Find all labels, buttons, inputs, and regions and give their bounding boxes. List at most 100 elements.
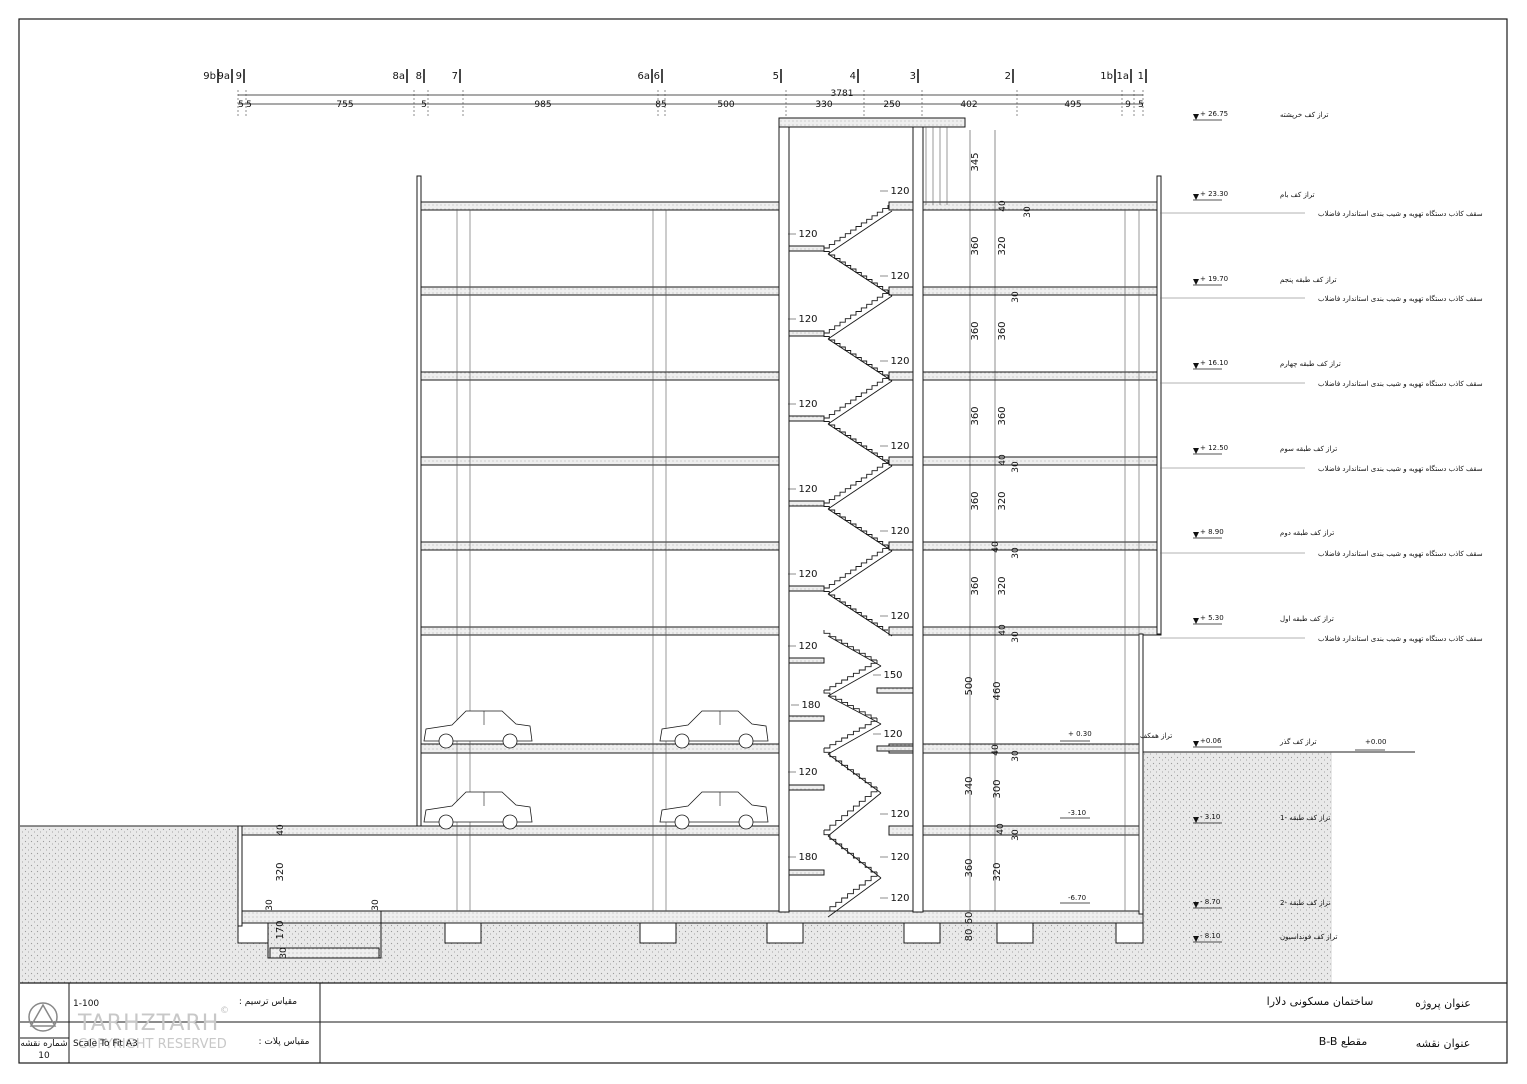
- grid-axis-label: 8a: [393, 71, 406, 82]
- stair-dimension: 180: [801, 700, 820, 711]
- building-structure: [237, 117, 1162, 959]
- stair-dimension: 120: [890, 611, 909, 622]
- stair-roof: [778, 117, 966, 128]
- car-wheel: [438, 733, 454, 749]
- vertical-dimension: 360: [970, 321, 981, 340]
- segment-dimension: 495: [1064, 100, 1081, 110]
- level-value: +0.06: [1200, 737, 1222, 745]
- stair-flight: [823, 748, 877, 788]
- segment-dimension: 330: [815, 100, 832, 110]
- copyright-text: COPYRIGHT RESERVED: [78, 1037, 227, 1052]
- stair-landing: [788, 657, 825, 664]
- car-body: [659, 710, 769, 742]
- level-value: - 3.10: [1200, 813, 1220, 821]
- level-label: تراز کف طبقه -2: [1280, 899, 1330, 907]
- logo-triangle-icon: [29, 1003, 57, 1027]
- stair-flight-soffit: [827, 792, 882, 837]
- foundation-slab: [237, 910, 382, 924]
- level-label: تراز کف طبقه دوم: [1280, 529, 1334, 537]
- stair-flight: [823, 630, 877, 661]
- stair-flight: [824, 660, 878, 691]
- stair-dimension: 120: [890, 809, 909, 820]
- stair-flight: [823, 248, 888, 291]
- vertical-dimension: 60: [964, 912, 975, 925]
- plot-scale-value: Scale To Fit A3: [73, 1039, 138, 1049]
- stair-dimension: 120: [798, 229, 817, 240]
- level-triangle-icon: [1193, 618, 1199, 624]
- left-wall: [416, 175, 422, 827]
- scale-label: مقیاس ترسیم :: [239, 997, 297, 1007]
- segment-dimension: 5: [421, 100, 427, 110]
- level-triangle-icon: [1193, 817, 1199, 823]
- floor-slab: [416, 371, 790, 381]
- stair-flight: [824, 787, 878, 831]
- watermark-text: TARHZTARH: [77, 1011, 219, 1036]
- level-triangle-icon: [1193, 936, 1199, 942]
- title-block: TARHZTARH COPYRIGHT RESERVED © 1-100 Sca…: [20, 982, 1507, 1063]
- segment-dimension: 5: [1138, 100, 1144, 110]
- stair-dimension: 120: [890, 893, 909, 904]
- stair-flight: [824, 460, 889, 504]
- stair-flight-soffit: [827, 508, 893, 552]
- footing: [237, 922, 269, 944]
- stair-flight-soffit: [827, 877, 882, 918]
- level-label: تراز کف طبقه چهارم: [1280, 360, 1341, 368]
- slab-dimension: 30: [1011, 829, 1021, 841]
- stair-flight-soffit: [827, 723, 882, 755]
- stair-flight-soffit: [827, 593, 893, 637]
- core-wall-right: [912, 117, 924, 913]
- level-triangle-icon: [1193, 363, 1199, 369]
- stair-landing: [788, 715, 825, 722]
- level-value: + 5.30: [1200, 614, 1224, 622]
- basement-level-value: -6.70: [1068, 894, 1086, 902]
- stair-flight-soffit: [827, 253, 893, 297]
- level-value: - 8.70: [1200, 898, 1220, 906]
- floor-slab: [416, 541, 790, 551]
- level-label: تراز کف طبقه پنجم: [1280, 276, 1337, 284]
- project-title-label: عنوان پروژه: [1415, 997, 1471, 1010]
- stair-dimension: 180: [798, 852, 817, 863]
- stair-flight-soffit: [827, 210, 893, 255]
- stair-flight-soffit: [827, 635, 882, 667]
- stair-landing: [788, 245, 825, 252]
- car-body: [659, 791, 769, 823]
- stair-flight-soffit: [827, 338, 893, 382]
- ground-level-value: +0.00: [1365, 738, 1386, 746]
- stair-dimension: 120: [890, 441, 909, 452]
- stair-landing: [788, 784, 825, 791]
- stair-dimension: 120: [798, 767, 817, 778]
- level-label: تراز کف طبقه -1: [1280, 814, 1330, 822]
- pilot-level-label: تراز همکف: [1140, 732, 1172, 740]
- grid-axis-label: 7: [452, 71, 458, 82]
- foundation-slab: [380, 910, 1144, 924]
- stair-flight: [824, 545, 889, 589]
- level-value: - 8.10: [1200, 932, 1220, 940]
- stair-flight-soffit: [827, 465, 893, 510]
- footing: [766, 922, 804, 944]
- stair-dimension: 120: [798, 484, 817, 495]
- segment-dimension: 500: [717, 100, 734, 110]
- slab-dimension: 30: [279, 947, 289, 959]
- soil: [20, 751, 1415, 983]
- car-body: [423, 710, 533, 742]
- slab-dimension: 30: [1011, 631, 1021, 643]
- level-value: + 12.50: [1200, 444, 1228, 452]
- slab-dimension: 30: [1011, 750, 1021, 762]
- footing: [444, 922, 482, 944]
- vertical-dimension: 360: [964, 858, 975, 877]
- level-triangle-icon: [1193, 279, 1199, 285]
- level-value: + 16.10: [1200, 359, 1228, 367]
- stair-dimension: 120: [890, 852, 909, 863]
- floor-slab: [888, 541, 1162, 551]
- ceiling-note: سقف کاذب دستگاه تهویه و شیب بندی استاندا…: [1318, 464, 1483, 473]
- vertical-dimension: 320: [997, 236, 1008, 255]
- drawing-title-label: عنوان نقشه: [1416, 1037, 1471, 1050]
- stair-flight-soffit: [827, 550, 893, 595]
- grid-axis-label: 9b: [203, 71, 216, 82]
- slab-dimension: 30: [265, 899, 275, 911]
- segment-dimension: 985: [534, 100, 551, 110]
- vertical-dimension: 345: [970, 152, 981, 171]
